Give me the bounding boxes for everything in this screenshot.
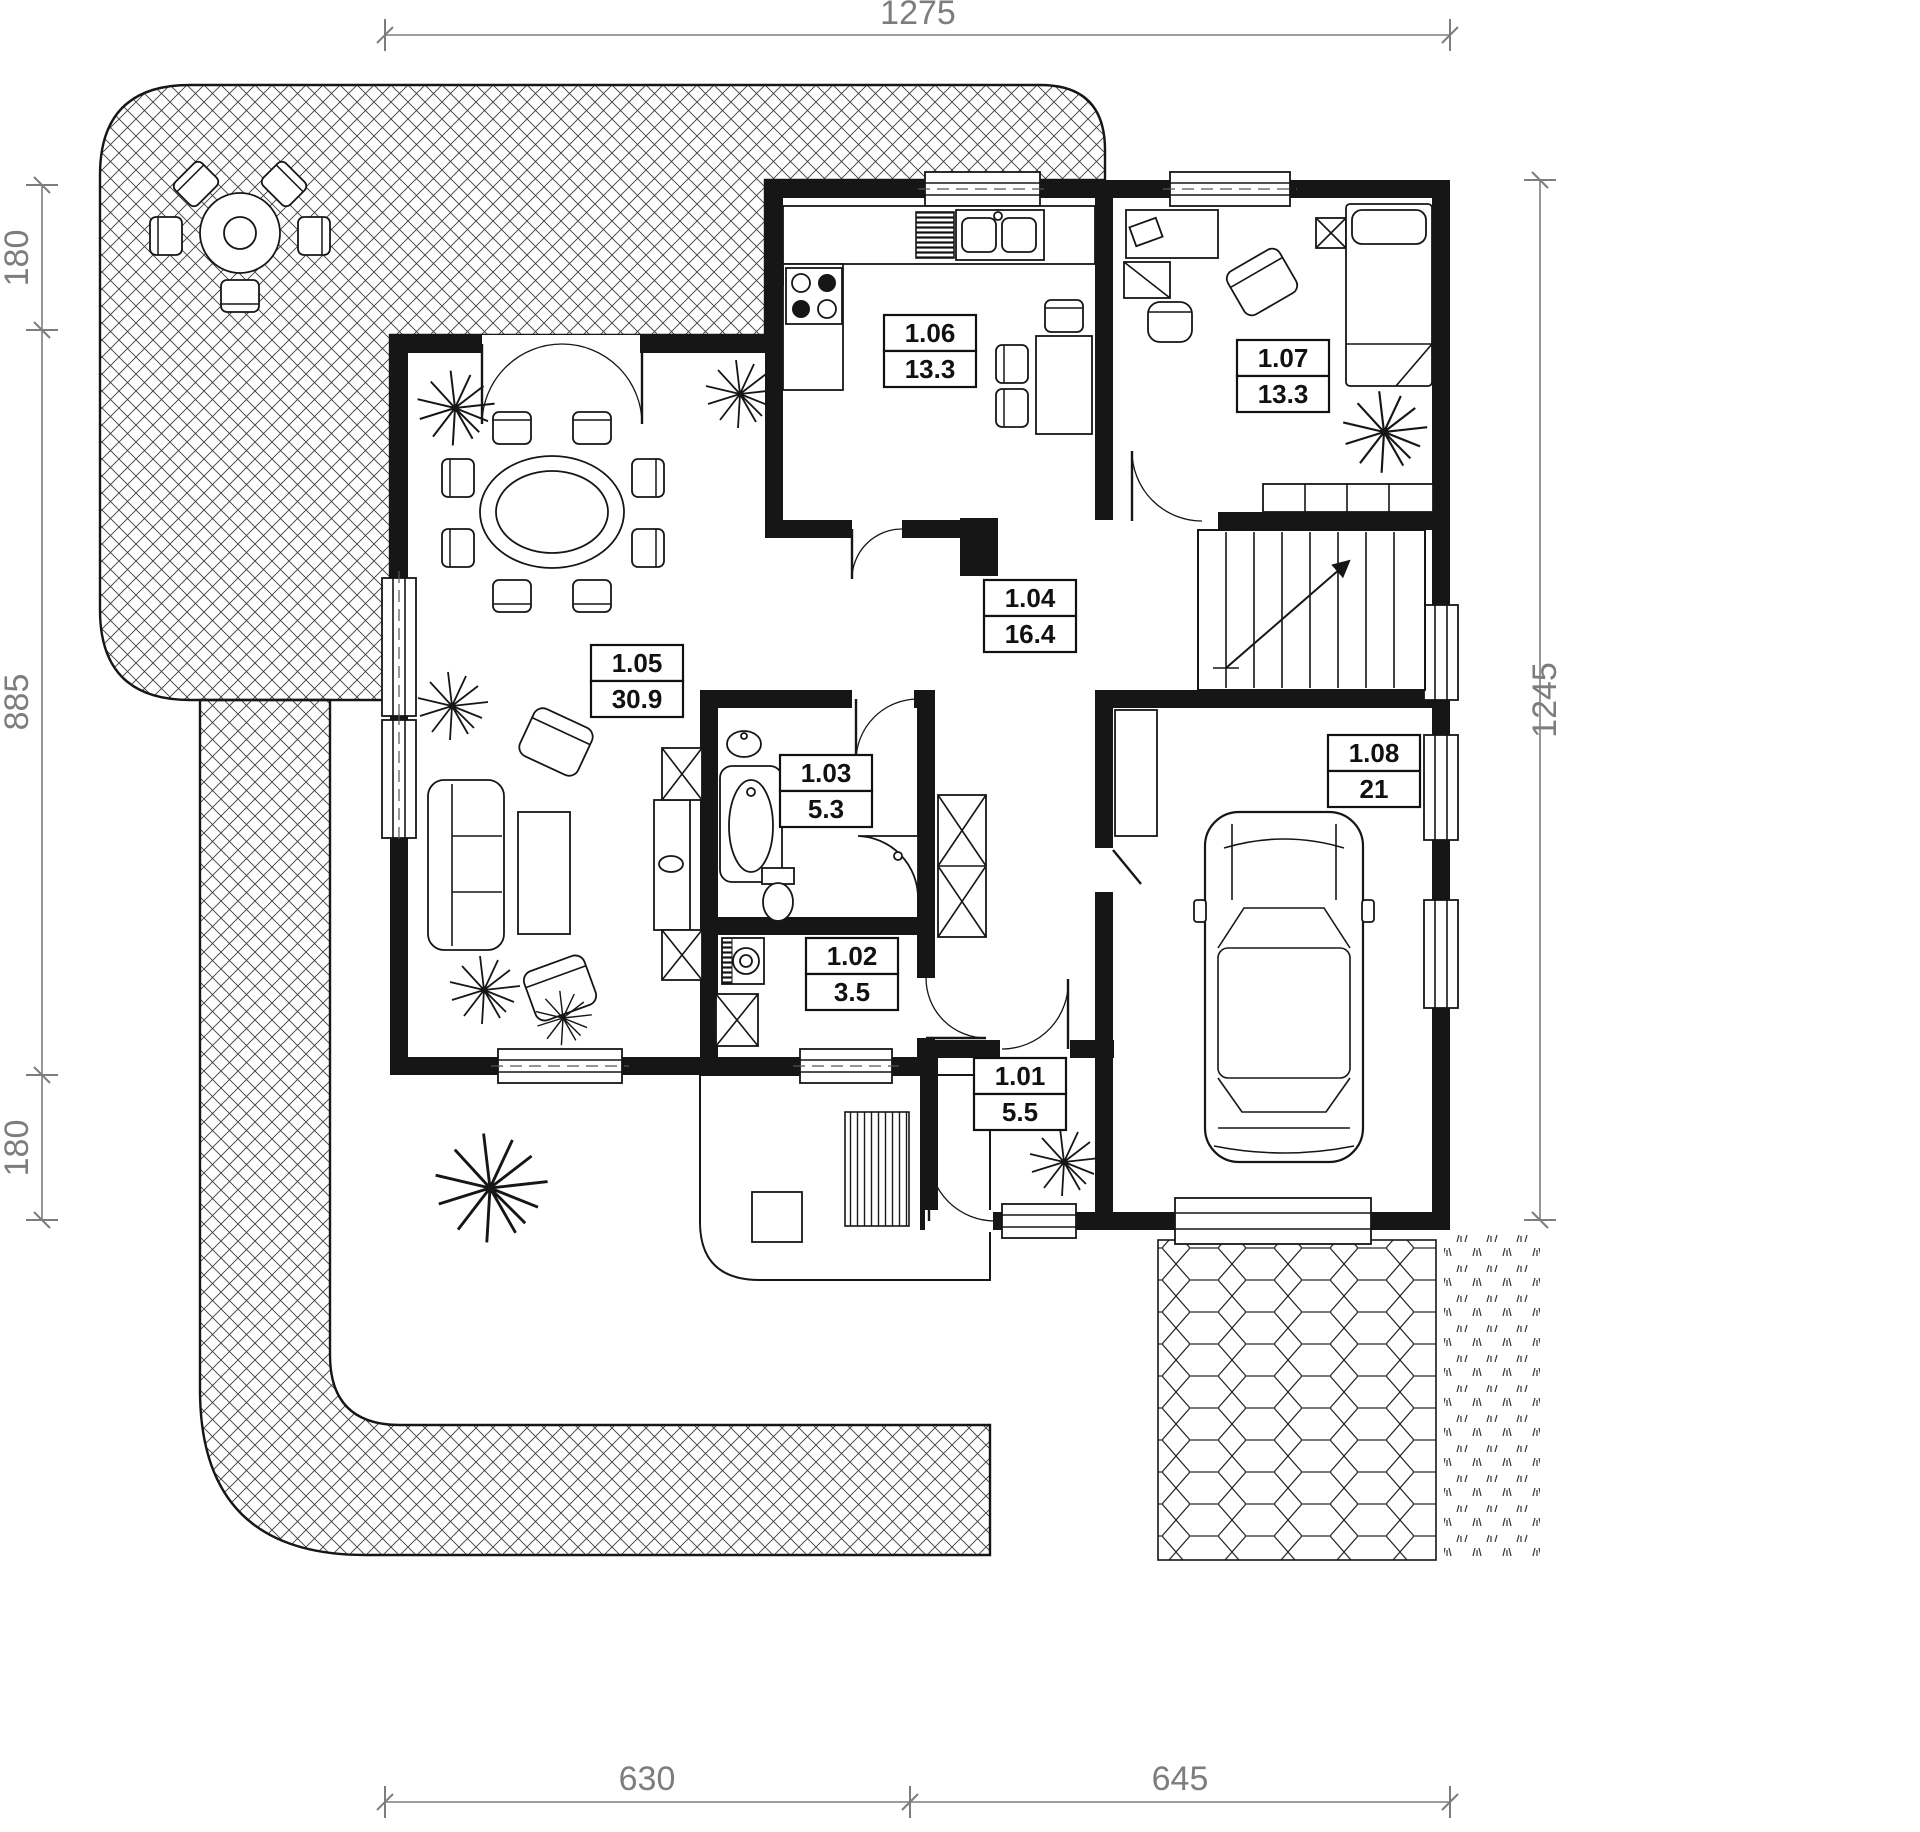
office-chair [1147, 301, 1193, 343]
washbasin [726, 730, 762, 758]
window [1163, 171, 1297, 207]
door [1001, 978, 1070, 1050]
garden-table-set [149, 158, 331, 313]
room-area: 21 [1360, 774, 1389, 804]
side-cabinet [1123, 261, 1171, 299]
room-area: 3.5 [834, 977, 870, 1007]
stairs [1197, 529, 1426, 691]
room-label-1-08: 1.08 21 [1326, 733, 1422, 809]
room-number: 1.03 [801, 758, 852, 788]
door [850, 528, 903, 580]
door [925, 977, 987, 1040]
door [1112, 849, 1142, 885]
entry-porch [699, 1074, 991, 1281]
window [381, 713, 417, 845]
grass-strip [1444, 1228, 1540, 1560]
dining-table-set [441, 411, 665, 613]
windows [381, 171, 1459, 1239]
bathtub [719, 765, 783, 883]
wardrobe [1262, 483, 1434, 513]
bed [1345, 203, 1433, 387]
kitchen-sink [955, 209, 1045, 261]
room-area: 30.9 [612, 684, 663, 714]
doors [480, 343, 1203, 1222]
column-box [1315, 217, 1347, 249]
washing-machine [721, 937, 765, 985]
kitchen-table-set [995, 299, 1093, 435]
desk [1125, 209, 1219, 259]
plant [434, 1132, 550, 1244]
window [381, 571, 417, 723]
armchair [518, 707, 594, 777]
side-mirror [1361, 899, 1375, 923]
window [793, 1048, 899, 1084]
door [1130, 450, 1203, 522]
room-number: 1.06 [905, 318, 956, 348]
dim-left-value-2: 885 [0, 674, 36, 731]
vent-shaft [937, 794, 987, 938]
stove [766, 266, 843, 325]
room-label-1-01: 1.01 5.5 [972, 1056, 1068, 1132]
porch-step [751, 1191, 803, 1243]
sofa [427, 779, 505, 951]
workbench [1114, 709, 1158, 837]
dishwasher [915, 211, 955, 259]
room-label-1-03: 1.03 5.3 [778, 753, 874, 829]
dim-bottom-value-2: 645 [1152, 1760, 1209, 1798]
dimension-right: 1245 [1523, 171, 1564, 1229]
dim-top-value: 1275 [880, 0, 956, 32]
armchair [1225, 247, 1299, 317]
window [1001, 1203, 1077, 1239]
door [854, 698, 919, 762]
room-label-1-07: 1.07 13.3 [1235, 338, 1331, 414]
dim-right-value: 1245 [1526, 662, 1564, 738]
car [1193, 810, 1375, 1164]
garden-walkway [198, 698, 992, 1557]
room-number: 1.07 [1258, 343, 1309, 373]
room-area: 5.5 [1002, 1097, 1038, 1127]
dimension-top: 1275 [376, 0, 1459, 52]
room-area: 13.3 [905, 354, 956, 384]
room-number: 1.08 [1349, 738, 1400, 768]
door-opening [1000, 1038, 1070, 1060]
window [1423, 899, 1459, 1009]
door-mat [844, 1111, 910, 1227]
fireplace-column [661, 747, 759, 1047]
garage-door [1174, 1197, 1372, 1245]
room-number: 1.01 [995, 1061, 1046, 1091]
armchair [522, 954, 598, 1022]
toilet [761, 867, 795, 922]
shower [857, 835, 919, 899]
window [1423, 604, 1459, 701]
front-door [927, 1154, 996, 1222]
room-area: 16.4 [1005, 619, 1056, 649]
tv-console [653, 799, 691, 931]
dimension-bottom: 630 645 [376, 1760, 1459, 1819]
room-number: 1.04 [1005, 583, 1056, 613]
window [491, 1048, 629, 1084]
room-label-1-04: 1.04 16.4 [982, 578, 1078, 654]
room-area: 5.3 [808, 794, 844, 824]
door-opening [925, 1210, 993, 1232]
french-door [480, 343, 644, 425]
side-mirror [1193, 899, 1207, 923]
room-area: 13.3 [1258, 379, 1309, 409]
dimension-left: 180 885 180 [0, 176, 59, 1229]
room-number: 1.05 [612, 648, 663, 678]
dim-left-value-3: 180 [0, 1120, 36, 1177]
patio-terrace [98, 83, 1107, 702]
dim-left-value-1: 180 [0, 230, 36, 287]
window [1423, 734, 1459, 841]
coffee-table [517, 811, 571, 935]
room-label-1-02: 1.02 3.5 [804, 936, 900, 1012]
driveway [1157, 1239, 1437, 1561]
room-label-1-05: 1.05 30.9 [589, 643, 685, 719]
hood [766, 266, 784, 286]
room-label-1-06: 1.06 13.3 [882, 313, 978, 389]
window [918, 171, 1047, 207]
room-number: 1.02 [827, 941, 878, 971]
dim-bottom-value-1: 630 [619, 1760, 676, 1798]
